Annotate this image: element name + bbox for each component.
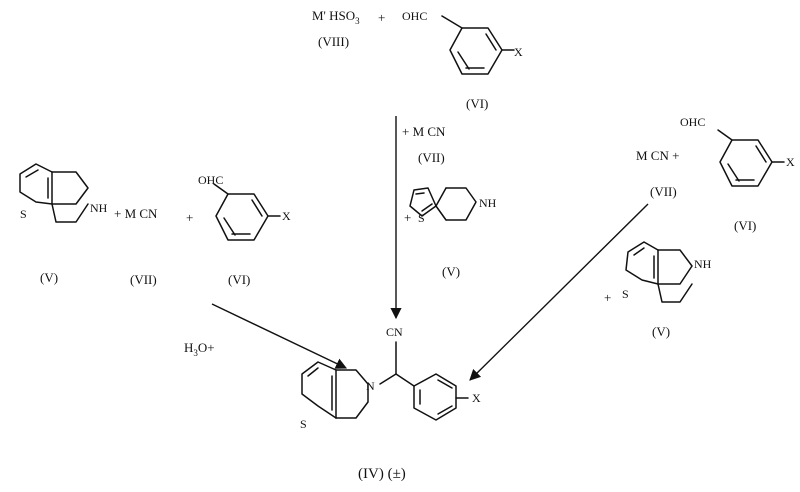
- aldehyde-group-label: OHC: [402, 9, 427, 23]
- cyanide-reagent-center: + M CN: [402, 124, 446, 139]
- sulfur-label-right: S: [622, 287, 629, 301]
- sulfur-label-left: S: [20, 207, 27, 221]
- compound-label-vii-right: (VII): [650, 184, 677, 199]
- product-label: (IV) (±): [358, 466, 406, 482]
- acid-reagent-label: H3O+: [184, 340, 215, 358]
- amine-label-left: NH: [90, 201, 108, 215]
- benzaldehyde-structure-left: [213, 183, 281, 241]
- cyanide-reagent-right: M CN +: [636, 148, 679, 163]
- compound-label-v-right: (V): [652, 324, 670, 339]
- aldehyde-group-label: OHC: [680, 115, 705, 129]
- reaction-arrow-left: [211, 303, 348, 369]
- product-structure: [301, 341, 469, 421]
- substituent-x-top: X: [514, 45, 523, 59]
- compound-label-vi-left: (VI): [228, 272, 250, 287]
- compound-label-vii-center: (VII): [418, 150, 445, 165]
- plus-sign: +: [604, 290, 611, 305]
- plus-sign: +: [404, 210, 411, 225]
- benzaldehyde-structure-top: [441, 15, 515, 75]
- cyanide-reagent-left: + M CN: [114, 206, 158, 221]
- compound-label-v-left: (V): [40, 270, 58, 285]
- bisulfite-reagent-label: M' HSO3: [312, 8, 360, 26]
- amine-label-right: NH: [694, 257, 712, 271]
- sulfur-label-product: S: [300, 417, 307, 431]
- sulfur-label-center: S: [418, 211, 425, 225]
- compound-label-vii-left: (VII): [130, 272, 157, 287]
- reaction-arrow-right: [469, 203, 649, 381]
- benzaldehyde-structure-right: [717, 129, 785, 187]
- substituent-x-left: X: [282, 209, 291, 223]
- compound-label-v-center: (V): [442, 264, 460, 279]
- thienopyridine-structure-center: [409, 187, 477, 221]
- nitrogen-label: N: [366, 379, 375, 393]
- substituent-x-right: X: [786, 155, 795, 169]
- plus-sign: +: [378, 10, 385, 25]
- compound-label-vi-top: (VI): [466, 96, 488, 111]
- substituent-x-product: X: [472, 391, 481, 405]
- compound-label-viii: (VIII): [318, 34, 349, 49]
- thienopyridine-structure-right: [625, 241, 693, 303]
- aldehyde-group-label: OHC: [198, 173, 223, 187]
- amine-label-center: NH: [479, 196, 497, 210]
- plus-sign: +: [186, 210, 193, 225]
- cyanide-group-label: CN: [386, 325, 403, 339]
- compound-label-vi-right: (VI): [734, 218, 756, 233]
- thienopyridine-structure-left: [19, 163, 89, 223]
